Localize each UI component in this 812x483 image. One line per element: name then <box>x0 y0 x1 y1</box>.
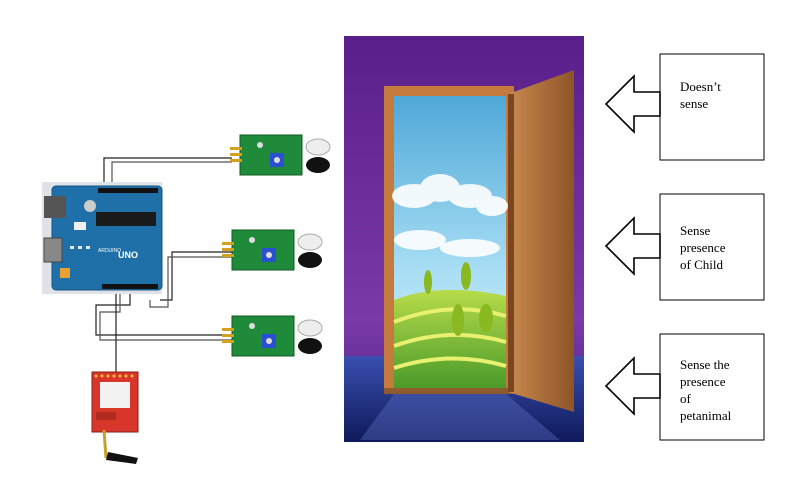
label-doesnt-sense: Doesn’t sense <box>680 79 721 111</box>
label-box <box>659 333 765 441</box>
ir-sensor-icon <box>222 229 323 271</box>
wiring <box>95 157 232 372</box>
arrow-left-icon <box>604 74 661 134</box>
board-brand-label: UNO <box>118 250 138 260</box>
arduino-board-icon <box>42 182 163 294</box>
gsm-module-icon <box>91 371 139 464</box>
ir-sensor-icon <box>230 134 331 176</box>
door-icon <box>344 36 584 442</box>
ir-sensor-icon <box>222 315 323 357</box>
board-model-label: ARDUINO <box>98 248 121 254</box>
label-box <box>659 193 765 301</box>
arrow-left-icon <box>604 356 661 416</box>
label-sense-pet: Sense the presence of petanimal <box>680 357 732 423</box>
label-sense-child: Sense presence of Child <box>680 223 726 272</box>
arrow-left-icon <box>604 216 661 276</box>
